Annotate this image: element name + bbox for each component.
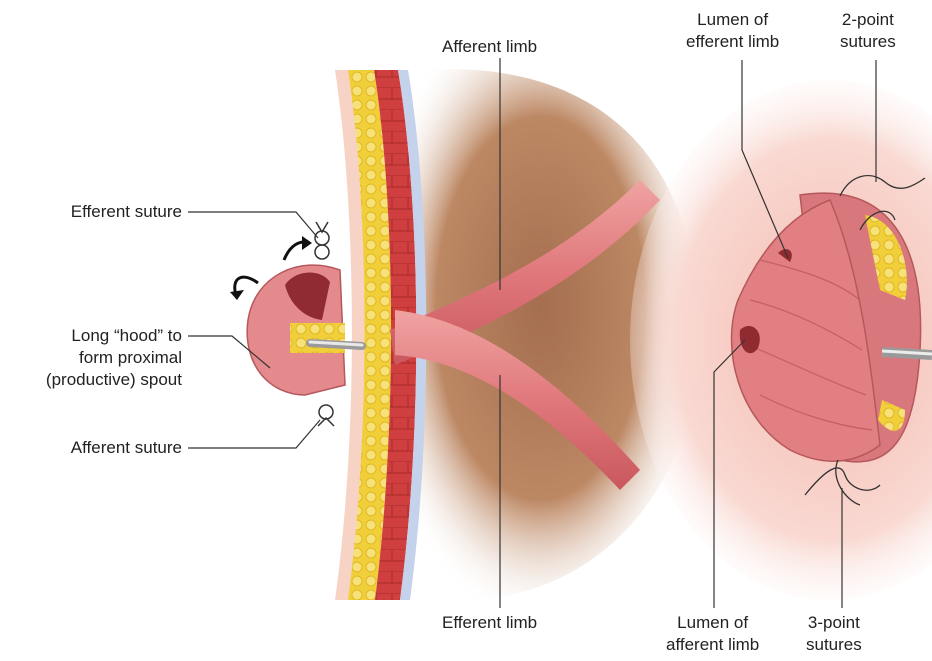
label-efferent-suture: Efferent suture bbox=[71, 201, 182, 223]
label-afferent-suture: Afferent suture bbox=[71, 437, 182, 459]
leader-efferent-suture bbox=[188, 212, 318, 238]
label-two-point-sutures: 2-point sutures bbox=[840, 9, 896, 53]
efferent-suture-knot bbox=[315, 222, 329, 259]
right-panel bbox=[630, 60, 932, 608]
label-lumen-afferent: Lumen of afferent limb bbox=[666, 612, 759, 656]
leader-afferent-suture bbox=[188, 420, 320, 448]
label-efferent-limb: Efferent limb bbox=[442, 612, 537, 634]
label-afferent-limb: Afferent limb bbox=[442, 36, 537, 58]
label-three-point-sutures: 3-point sutures bbox=[806, 612, 862, 656]
label-lumen-efferent: Lumen of efferent limb bbox=[686, 9, 779, 53]
left-panel bbox=[188, 58, 700, 608]
afferent-suture-knot bbox=[318, 405, 334, 426]
label-long-hood: Long “hood” to form proximal (productive… bbox=[46, 325, 182, 391]
